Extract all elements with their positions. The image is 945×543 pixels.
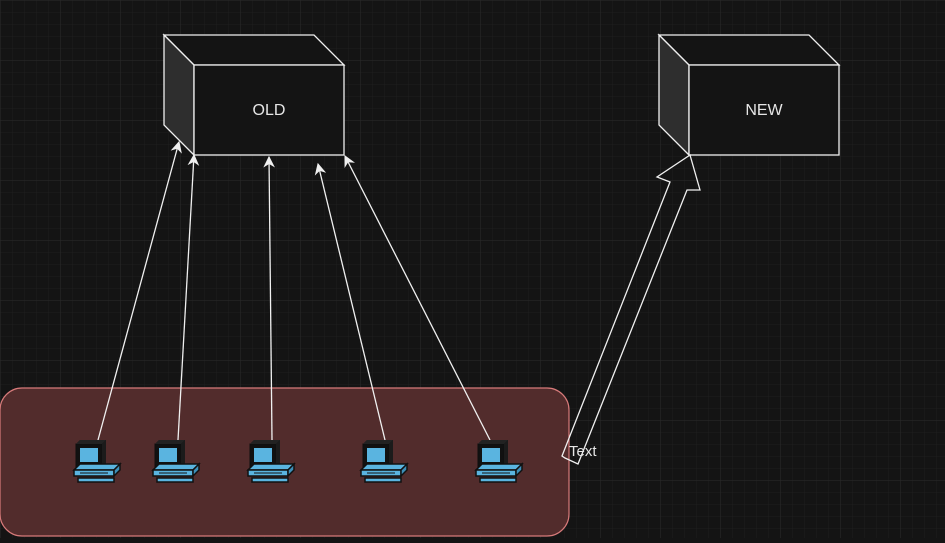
new-box-label: NEW (745, 102, 783, 119)
new-box[interactable]: NEW (657, 33, 841, 157)
arrow-client-5-to-old[interactable] (344, 154, 491, 441)
client-group[interactable] (0, 387, 570, 537)
old-box[interactable]: OLD (162, 33, 346, 157)
client-to-old-arrows (97, 140, 491, 441)
arrow-client-2-to-old[interactable] (177, 153, 200, 441)
new-box-top (657, 34, 841, 66)
old-box-top (162, 34, 346, 66)
client-group-container[interactable] (0, 387, 570, 537)
connector-label[interactable]: Text (569, 443, 597, 460)
arrow-client-4-to-old[interactable] (314, 162, 386, 441)
arrow-client-1-to-old[interactable] (97, 140, 182, 441)
group-to-new-block-arrow[interactable] (561, 153, 701, 465)
new-box-front[interactable] (688, 64, 840, 156)
arrow-client-3-to-old[interactable] (263, 155, 275, 441)
old-box-front[interactable] (193, 64, 345, 156)
old-box-label: OLD (253, 102, 286, 119)
